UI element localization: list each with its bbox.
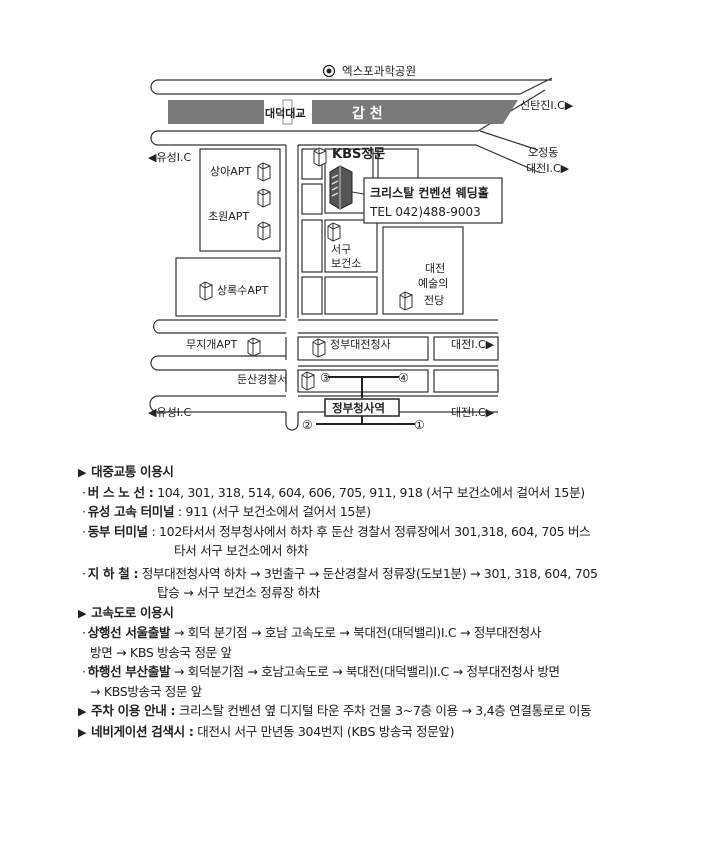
police-station-label: 둔산경찰서 xyxy=(237,373,288,386)
ic-ojeongdong-2: 대전I.C▶ xyxy=(526,162,570,175)
arrow-right-icon: ▶ xyxy=(78,705,87,718)
building-icon xyxy=(257,221,271,241)
ic-daejeon-mid: 대전I.C▶ xyxy=(451,338,495,351)
arrow-right-icon: ▶ xyxy=(78,466,87,479)
apt-chowon: 초원APT xyxy=(208,210,249,223)
target-icon xyxy=(322,64,336,78)
venue-building-icon xyxy=(329,165,353,210)
gov-complex-label: 정부대전청사 xyxy=(330,338,391,351)
arrow-right-icon: ▶ xyxy=(78,606,87,620)
exit-1: ① xyxy=(414,418,425,432)
arrow-right-icon: ▶ xyxy=(78,725,87,739)
ic-daejeon-bottom: 대전I.C▶ xyxy=(451,406,495,419)
expo-park-label: 엑스포과학공원 xyxy=(342,64,416,78)
venue-callout xyxy=(363,177,503,224)
arts-center-1: 대전 xyxy=(425,262,445,275)
subway: ·지 하 철 : 정부대전청사역 하차 → 3번출구 → 둔산경찰서 정류장(도… xyxy=(82,565,598,581)
ic-yuseong-top: ◀유성I.C xyxy=(148,151,191,164)
health-center-1: 서구 xyxy=(331,243,351,256)
arts-center-2: 예술의 xyxy=(418,277,448,290)
river-label: 갑 천 xyxy=(352,106,383,122)
venue-name: 크리스탈 컨벤션 웨딩홀 xyxy=(370,185,489,200)
section-highway: ▶고속도로 이용시 xyxy=(78,604,174,620)
building-icon xyxy=(257,188,271,208)
east-terminal: ·동부 터미널 : 102타서서 정부청사에서 하차 후 둔산 경찰서 정류장에… xyxy=(82,523,591,539)
apt-mujigae: 무지개APT xyxy=(186,338,238,351)
bus-route: ·버 스 노 선 : 104, 301, 318, 514, 604, 606,… xyxy=(82,484,585,500)
navigation-info: ▶네비게이션 검색시 : 대전시 서구 만년동 304번지 (KBS 방송국 정… xyxy=(78,723,455,739)
building-icon xyxy=(257,162,271,182)
highway-up-cont: 방면 → KBS 방송국 정문 앞 xyxy=(90,644,232,660)
building-icon xyxy=(327,222,341,242)
ic-ojeongdong-1: 오정동 xyxy=(528,146,558,159)
health-center-2: 보건소 xyxy=(331,257,361,270)
parking-info: ▶주차 이용 안내 : 크리스탈 컨벤션 옆 디지털 타운 주차 건물 3~7층… xyxy=(78,703,592,718)
building-icon xyxy=(199,281,213,301)
venue-tel: TEL 042)488-9003 xyxy=(369,205,481,219)
ic-yuseong-bottom: ◀유성I.C xyxy=(148,406,191,419)
apt-sanga: 상아APT xyxy=(210,165,251,178)
exit-3: ③ xyxy=(320,371,331,385)
arts-center-3: 전당 xyxy=(424,294,444,307)
exit-4: ④ xyxy=(398,371,409,385)
river xyxy=(168,100,518,124)
building-icon xyxy=(247,337,261,357)
bridge-label: 대덕대교 xyxy=(265,106,305,120)
exit-2: ② xyxy=(302,418,313,432)
highway-up: ·상행선 서울출발 → 회덕 분기점 → 호남 고속도로 → 북대전(대덕밸리)… xyxy=(82,625,542,640)
apt-sangroksu: 상록수APT xyxy=(217,284,269,297)
building-icon xyxy=(312,338,326,358)
building-icon xyxy=(313,147,327,167)
building-icon xyxy=(301,371,315,391)
directions-info: ▶대중교통 이용시 ·버 스 노 선 : 104, 301, 318, 514,… xyxy=(78,462,678,742)
express-terminal: ·유성 고속 터미널 : 911 (서구 보건소에서 걸어서 15분) xyxy=(82,504,371,519)
location-map: 엑스포과학공원 xyxy=(148,64,574,432)
subway-cont: 탑승 → 서구 보건소 정류장 하차 xyxy=(157,585,320,600)
station-box xyxy=(324,398,400,417)
highway-down: ·하행선 부산출발 → 회덕분기점 → 호남고속도로 → 북대전(대덕밸리)I.… xyxy=(82,664,560,679)
east-terminal-cont: 타서 서구 보건소에서 하차 xyxy=(174,543,309,558)
highway-down-cont: → KBS방송국 정문 앞 xyxy=(90,683,202,699)
ic-sintanjin: 신탄진I.C▶ xyxy=(520,99,574,112)
building-icon xyxy=(399,291,413,311)
station-label: 정부청사역 xyxy=(332,401,385,415)
section-public-transport: ▶대중교통 이용시 xyxy=(78,464,174,479)
kbs-gate-label: KBS정문 xyxy=(332,146,385,162)
